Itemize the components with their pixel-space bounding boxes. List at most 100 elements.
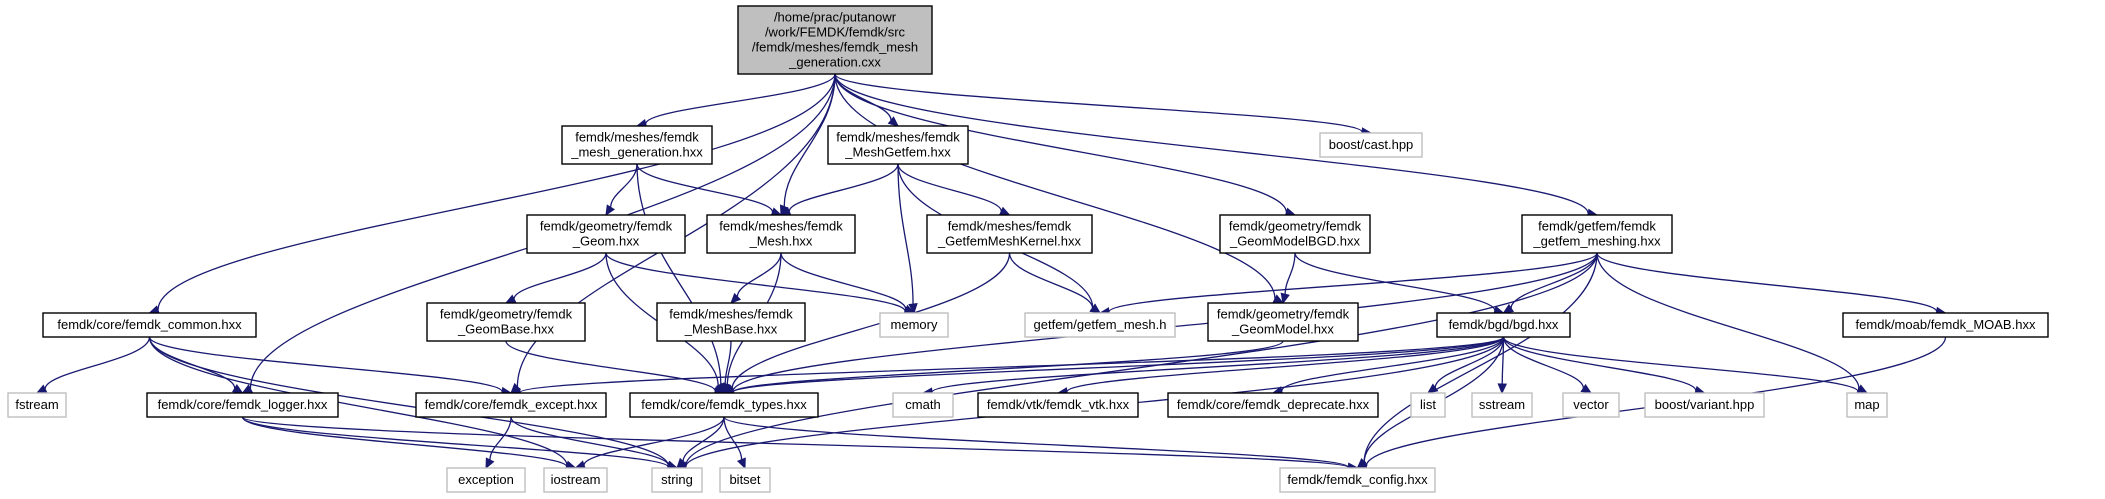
edge-mesh_getfem_hxx-to-getfem_mesh_kernel — [897, 163, 1011, 216]
edge-geom_model-to-types — [722, 340, 1284, 397]
node-logger[interactable]: femdk/core/femdk_logger.hxx — [146, 392, 339, 418]
node-label-line: _mesh_generation.hxx — [570, 145, 703, 160]
node-string: string — [651, 467, 703, 493]
node-sstream: sstream — [1471, 392, 1533, 418]
edge-getfem_meshing-to-string — [675, 252, 1598, 471]
node-label-line: femdk/geometry/femdk — [540, 219, 673, 234]
edge-except-to-exception — [485, 416, 512, 470]
edge-geom_base-to-types — [505, 340, 726, 396]
node-types[interactable]: femdk/core/femdk_types.hxx — [629, 392, 819, 418]
node-mesh_base[interactable]: femdk/meshes/femdk_MeshBase.hxx — [656, 302, 806, 342]
node-label-line: femdk/femdk_config.hxx — [1287, 472, 1428, 487]
edge-bgd_hxx-to-vector — [1502, 336, 1593, 394]
node-mesh_generation_hxx[interactable]: femdk/meshes/femdk_mesh_generation.hxx — [561, 125, 713, 165]
node-label-line: femdk/core/femdk_except.hxx — [425, 397, 598, 412]
edge-mesh_base-to-types — [720, 340, 732, 395]
edge-mesh_getfem_hxx-to-memory — [897, 163, 918, 315]
edge-bgd_hxx-to-list — [1427, 336, 1505, 394]
edge-mesh_getfem_hxx-to-mesh_hxx — [779, 163, 899, 216]
node-exception: exception — [446, 467, 526, 493]
node-label-line: femdk/vtk/femdk_vtk.hxx — [987, 397, 1130, 412]
node-label-line: bitset — [729, 472, 760, 487]
node-bitset: bitset — [719, 467, 771, 493]
edge-types-to-config — [723, 416, 1359, 472]
edge-mesh_generation_hxx-to-geom_hxx — [605, 163, 638, 217]
node-label-line: list — [1420, 397, 1436, 412]
node-label-line: femdk/moab/femdk_MOAB.hxx — [1856, 317, 2036, 332]
edge-root-to-mesh_generation_hxx — [635, 73, 836, 129]
node-mesh_getfem_hxx[interactable]: femdk/meshes/femdk_MeshGetfem.hxx — [827, 125, 969, 165]
node-common_hxx[interactable]: femdk/core/femdk_common.hxx — [42, 312, 257, 338]
edge-types-to-string — [676, 416, 725, 469]
node-label-line: femdk/getfem/femdk — [1538, 219, 1656, 234]
node-label-line: /home/prac/putanowr — [774, 10, 897, 25]
node-label-line: map — [1854, 397, 1879, 412]
node-label-line: iostream — [551, 472, 601, 487]
edge-bgd_hxx-to-except — [509, 336, 1505, 398]
node-cmath: cmath — [892, 392, 954, 418]
node-label-line: boost/variant.hpp — [1655, 397, 1755, 412]
node-boost_variant: boost/variant.hpp — [1644, 392, 1765, 418]
node-getfem_mesh_kernel[interactable]: femdk/meshes/femdk_GetfemMeshKernel.hxx — [926, 214, 1093, 254]
node-label-line: _MeshGetfem.hxx — [844, 145, 951, 160]
edge-root-to-common_hxx — [148, 73, 836, 315]
node-label-line: femdk/core/femdk_logger.hxx — [158, 397, 328, 412]
node-root[interactable]: /home/prac/putanowr/work/FEMDK/femdk/src… — [737, 5, 933, 75]
node-geom_hxx[interactable]: femdk/geometry/femdk_Geom.hxx — [526, 214, 686, 254]
node-label-line: femdk/geometry/femdk — [1217, 307, 1350, 322]
node-label-line: _generation.cxx — [788, 55, 881, 70]
node-label-line: exception — [458, 472, 514, 487]
node-label-line: sstream — [1479, 397, 1525, 412]
node-label-line: femdk/bgd/bgd.hxx — [1449, 317, 1559, 332]
node-label-line: femdk/core/femdk_common.hxx — [57, 317, 242, 332]
edge-geom_model_bgd-to-geom_model — [1280, 252, 1296, 305]
node-label-line: fstream — [15, 397, 58, 412]
edge-common_hxx-to-fstream — [35, 336, 151, 394]
node-label-line: _Mesh.hxx — [749, 234, 813, 249]
node-fstream: fstream — [7, 392, 67, 418]
node-label-line: _GeomModel.hxx — [1231, 322, 1334, 337]
node-label-line: femdk/meshes/femdk — [948, 219, 1072, 234]
node-vtk[interactable]: femdk/vtk/femdk_vtk.hxx — [977, 392, 1139, 418]
node-geom_base[interactable]: femdk/geometry/femdk_GeomBase.hxx — [426, 302, 586, 342]
node-memory: memory — [879, 312, 949, 338]
node-config: femdk/femdk_config.hxx — [1279, 467, 1436, 493]
edge-common_hxx-to-except — [148, 336, 513, 397]
node-label-line: _MeshBase.hxx — [684, 322, 778, 337]
node-geom_model_bgd[interactable]: femdk/geometry/femdk_GeomModelBGD.hxx — [1219, 214, 1371, 254]
node-except[interactable]: femdk/core/femdk_except.hxx — [415, 392, 607, 418]
node-getfem_mesh_h: getfem/getfem_mesh.h — [1024, 312, 1176, 338]
edge-getfem_meshing-to-bgd_hxx — [1502, 252, 1598, 314]
node-label-line: femdk/geometry/femdk — [440, 307, 573, 322]
node-moab[interactable]: femdk/moab/femdk_MOAB.hxx — [1842, 312, 2049, 338]
node-label-line: femdk/meshes/femdk — [836, 130, 960, 145]
node-label-line: /work/FEMDK/femdk/src — [765, 25, 906, 40]
edge-bgd_hxx-to-map — [1502, 336, 1869, 397]
node-list: list — [1410, 392, 1446, 418]
edge-types-to-bitset — [723, 416, 746, 470]
node-mesh_hxx[interactable]: femdk/meshes/femdk_Mesh.hxx — [706, 214, 856, 254]
node-label-line: /femdk/meshes/femdk_mesh — [752, 40, 918, 55]
node-label-line: femdk/core/femdk_types.hxx — [641, 397, 807, 412]
node-label-line: _GeomBase.hxx — [457, 322, 555, 337]
node-geom_model[interactable]: femdk/geometry/femdk_GeomModel.hxx — [1207, 302, 1359, 342]
node-label-line: femdk/core/femdk_deprecate.hxx — [1177, 397, 1370, 412]
node-label-line: vector — [1573, 397, 1609, 412]
node-label-line: _Geom.hxx — [572, 234, 640, 249]
node-iostream: iostream — [543, 467, 608, 493]
node-label-line: memory — [891, 317, 938, 332]
node-label-line: _getfem_meshing.hxx — [1532, 234, 1661, 249]
node-map: map — [1846, 392, 1888, 418]
node-label-line: _GeomModelBGD.hxx — [1229, 234, 1361, 249]
edge-layer — [35, 73, 1947, 473]
node-boost_cast: boost/cast.hpp — [1319, 132, 1423, 158]
node-label-line: femdk/meshes/femdk — [719, 219, 843, 234]
node-label-line: getfem/getfem_mesh.h — [1034, 317, 1167, 332]
node-deprecate[interactable]: femdk/core/femdk_deprecate.hxx — [1167, 392, 1379, 418]
node-getfem_meshing[interactable]: femdk/getfem/femdk_getfem_meshing.hxx — [1521, 214, 1673, 254]
node-label-line: boost/cast.hpp — [1329, 137, 1414, 152]
node-bgd_hxx[interactable]: femdk/bgd/bgd.hxx — [1436, 312, 1571, 338]
node-label-line: femdk/meshes/femdk — [575, 130, 699, 145]
node-label-line: string — [661, 472, 693, 487]
